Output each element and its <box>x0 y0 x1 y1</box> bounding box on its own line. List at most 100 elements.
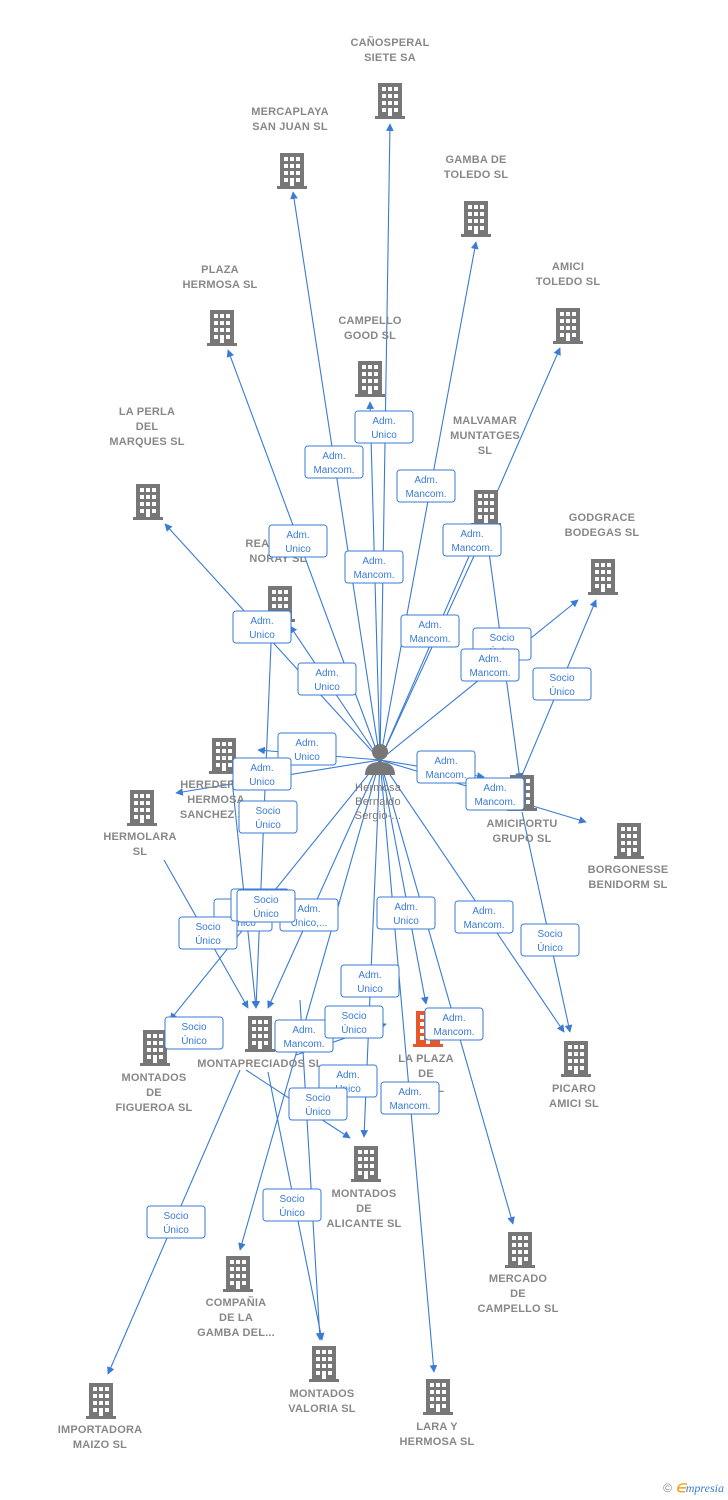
edge-label-box <box>324 1005 384 1039</box>
company-name-line: AMICI <box>552 261 584 273</box>
edge-role-label[interactable]: Adm.Mancom. <box>344 550 404 584</box>
edge-label-text: Socio <box>341 1011 366 1022</box>
edge-label-box <box>532 667 592 701</box>
edge-label-text: Mancom. <box>469 668 510 679</box>
edge-role-label[interactable]: Adm.Unico <box>232 757 292 791</box>
edge-label-text: Mancom. <box>409 634 450 645</box>
edge-label-text: Adm. <box>483 783 506 794</box>
building-icon <box>351 1146 381 1182</box>
edge-label-text: Único <box>255 818 281 831</box>
company-name-line: ALICANTE SL <box>327 1218 402 1230</box>
edge-role-label[interactable]: Adm.Mancom. <box>442 523 502 557</box>
relationship-edge <box>238 759 381 1251</box>
building-icon <box>375 83 405 119</box>
company-name-line: CAÑOSPERAL <box>350 36 429 49</box>
edge-label-box <box>380 1081 440 1115</box>
edge-label-text: Mancom. <box>451 543 492 554</box>
edge-role-label[interactable]: Adm.Mancom. <box>380 1081 440 1115</box>
building-icon <box>614 823 644 859</box>
building-icon <box>588 559 618 595</box>
company-name-line: CAMPELLO <box>338 315 402 327</box>
edge-label-text: Mancom. <box>425 770 466 781</box>
edge-role-label[interactable]: Adm.Unico <box>340 964 400 998</box>
edge-role-label[interactable]: Adm.Unico <box>232 610 292 644</box>
edge-label-text: Mancom. <box>433 1027 474 1038</box>
person-node[interactable]: HermosaBernaldoSergio-... <box>355 744 402 822</box>
edge-role-label[interactable]: Adm.Mancom. <box>400 614 460 648</box>
edge-label-text: Socio <box>537 929 562 940</box>
company-node-montapreciados[interactable]: MONTAPRECIADOS SL <box>197 1016 323 1070</box>
edge-role-label[interactable]: Adm.Mancom. <box>454 900 514 934</box>
building-icon <box>245 1016 275 1052</box>
relationship-edge <box>379 759 515 1225</box>
edge-label-text: Adm. <box>286 530 309 541</box>
edge-label-text: Socio <box>549 673 574 684</box>
edge-label-text: Único <box>163 1223 189 1236</box>
edge-role-label[interactable]: Adm.Mancom. <box>460 648 520 682</box>
edge-role-label[interactable]: Adm.Unico <box>297 662 357 696</box>
copyright-symbol: © <box>663 1481 672 1495</box>
edge-role-label[interactable]: Adm.Mancom. <box>304 445 364 479</box>
brand-e-logo: ∈ <box>675 1481 686 1495</box>
person-name-line: Sergio-... <box>355 810 402 822</box>
footer-brand: © ∈mpresia <box>663 1481 724 1496</box>
company-name-line: DE LA <box>219 1312 253 1324</box>
edge-label-box <box>146 1205 206 1239</box>
edge-label-text: Único <box>279 1206 305 1219</box>
edge-role-label[interactable]: Adm.Mancom. <box>424 1007 484 1041</box>
edge-label-box <box>416 750 476 784</box>
edge-label-text: Mancom. <box>283 1039 324 1050</box>
edge-role-label[interactable]: Adm.Unico <box>354 410 414 444</box>
edge-role-label[interactable]: Adm.Mancom. <box>416 750 476 784</box>
edge-role-label[interactable]: Adm.Unico <box>376 896 436 930</box>
edge-role-label[interactable]: Adm.Mancom. <box>274 1019 334 1053</box>
edge-role-label[interactable]: Adm.Mancom. <box>396 469 456 503</box>
edge-label-text: Único <box>181 1034 207 1047</box>
edge-label-box <box>164 1016 224 1050</box>
edge-label-text: Adm. <box>358 970 381 981</box>
company-name-line: PLAZA <box>201 264 239 276</box>
edge-role-label[interactable]: Adm.Mancom. <box>465 777 525 811</box>
building-icon <box>355 361 385 397</box>
edge-role-label[interactable]: Adm.Unico <box>268 524 328 558</box>
company-name-line: MONTADOS <box>332 1188 397 1200</box>
edge-label-text: Adm. <box>297 904 320 915</box>
company-name-line: GODGRACE <box>569 512 635 524</box>
edge-label-box <box>262 1188 322 1222</box>
company-name-line: MERCAPLAYA <box>251 106 329 118</box>
edge-label-text: Adm. <box>315 668 338 679</box>
edge-role-label[interactable]: Adm.Unico <box>277 732 337 766</box>
edge-label-text: Adm. <box>336 1070 359 1081</box>
